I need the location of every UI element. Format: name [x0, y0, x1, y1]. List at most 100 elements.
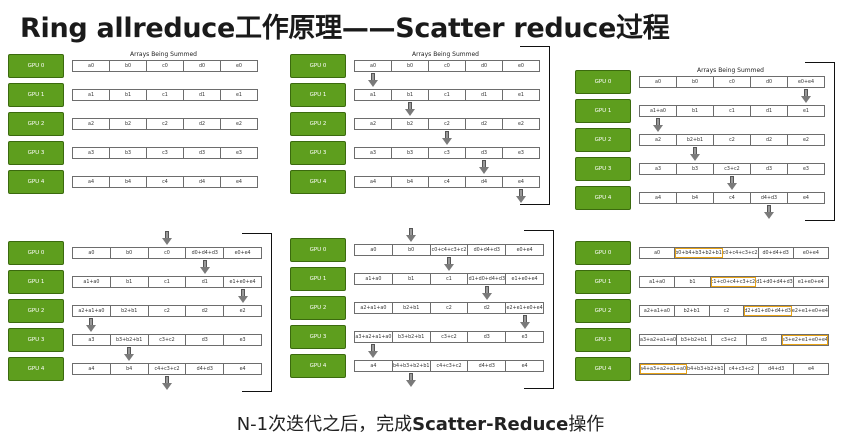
array-cell: c1 [431, 274, 469, 284]
array-cell: d2 [468, 303, 507, 313]
array-cell: a1 [355, 90, 392, 100]
array-cell: d1 [186, 277, 225, 287]
array-cell: b0 [110, 61, 147, 71]
transfer-arrow-icon [520, 315, 530, 329]
array-cell: c4+c3+c2 [431, 361, 469, 371]
array-cell: e0+e4 [516, 247, 533, 253]
array-cell: d1 [184, 90, 221, 100]
array-cell: d2 [186, 306, 225, 316]
transfer-arrow-icon [406, 373, 416, 387]
array-cell: c2 [429, 119, 466, 129]
array-cell: d4+d3 [759, 364, 795, 374]
array-cell: d3 [747, 335, 782, 345]
array-cell: c0+c4+c3+c2 [431, 245, 469, 255]
array-cell: c1 [429, 90, 466, 100]
array-cell: e1 [235, 92, 242, 98]
gpu-node-0: GPU 0 [8, 54, 64, 78]
ring-loop-line [805, 62, 835, 221]
array-cell: c3+c2 [712, 335, 747, 345]
array-cell: c2 [147, 119, 184, 129]
array-cell: d2 [466, 119, 503, 129]
array-cell: a4 [355, 361, 393, 371]
array-cell: e0 [517, 63, 524, 69]
array-cell: e3 [521, 334, 528, 340]
array-cell: a1+a0 [355, 274, 393, 284]
array-cell: c3+c2 [431, 332, 469, 342]
slide-footer: N-1次迭代之后，完成Scatter-Reduce操作 [0, 410, 841, 436]
transfer-arrow-icon [689, 147, 700, 161]
transfer-arrow-icon [444, 257, 454, 271]
gpu-node-1: GPU 1 [8, 83, 64, 107]
array-cell: e1+e0+e4 [511, 276, 538, 282]
footer-suffix: 操作 [568, 414, 605, 435]
array-cell: d0+d4+d3 [186, 248, 225, 258]
array-cell: d3 [468, 332, 507, 342]
gpu-node-3: GPU 3 [290, 141, 346, 165]
array-cell: c2 [710, 306, 745, 316]
transfer-arrow-icon [238, 289, 248, 303]
array-cell: a1+a0 [640, 106, 677, 116]
array-cell: e2 [239, 308, 246, 314]
array-cell: e4 [808, 366, 815, 372]
array-cell: a0 [73, 61, 110, 71]
array-cell: e0+e4 [234, 250, 251, 256]
array-cell: e1+e0+e4 [797, 279, 824, 285]
gpu-node-4: GPU 4 [8, 357, 64, 381]
array-cell: b0 [677, 77, 714, 87]
transfer-arrow-icon [482, 286, 492, 300]
transfer-arrow-icon [162, 376, 172, 390]
gpu-node-0: GPU 0 [575, 241, 631, 265]
array-cell: a3 [73, 148, 110, 158]
array-cell: b1 [677, 106, 714, 116]
array-cell: e4 [802, 195, 809, 201]
array-cell: a3 [73, 335, 111, 345]
gpu-node-3: GPU 3 [8, 141, 64, 165]
array-cell: d0 [184, 61, 221, 71]
array-cell: e4 [517, 179, 524, 185]
array-cell: d2 [751, 135, 788, 145]
array-cell: c0 [714, 77, 751, 87]
ring-loop-line [520, 46, 550, 205]
array-cell: c4 [429, 177, 466, 187]
transfer-arrow-icon [516, 189, 527, 203]
transfer-arrow-icon [801, 89, 812, 103]
array-cell: d0+d4+d3 [468, 245, 507, 255]
array-cell: d0 [751, 77, 788, 87]
array-cell: e3 [235, 150, 242, 156]
gpu-node-1: GPU 1 [575, 270, 631, 294]
panel-label: Arrays Being Summed [130, 51, 197, 58]
array-cell: c0 [147, 61, 184, 71]
array-cell: e3 [517, 150, 524, 156]
array-cell: a4 [355, 177, 392, 187]
array-cell: b0+b4+b3+b2+b1 [675, 248, 723, 258]
array-cell: e1+e0+e4 [229, 279, 256, 285]
array-cell: b4 [392, 177, 429, 187]
panel-label: Arrays Being Summed [412, 51, 479, 58]
array-cell: c3 [429, 148, 466, 158]
array-cell: c2 [714, 135, 751, 145]
ring-loop-line [524, 230, 554, 389]
gpu-node-4: GPU 4 [575, 186, 631, 210]
transfer-arrow-icon [367, 73, 378, 87]
gpu-node-0: GPU 0 [8, 241, 64, 265]
array-cell: a0 [355, 245, 393, 255]
array-cell: a4 [640, 193, 677, 203]
gpu-node-4: GPU 4 [575, 357, 631, 381]
ring-loop-line [242, 233, 272, 392]
array-cell: b1 [675, 277, 711, 287]
array-cell: a2 [73, 119, 110, 129]
array-cell: e0+e4 [797, 79, 815, 85]
array-cell: a1 [73, 90, 110, 100]
